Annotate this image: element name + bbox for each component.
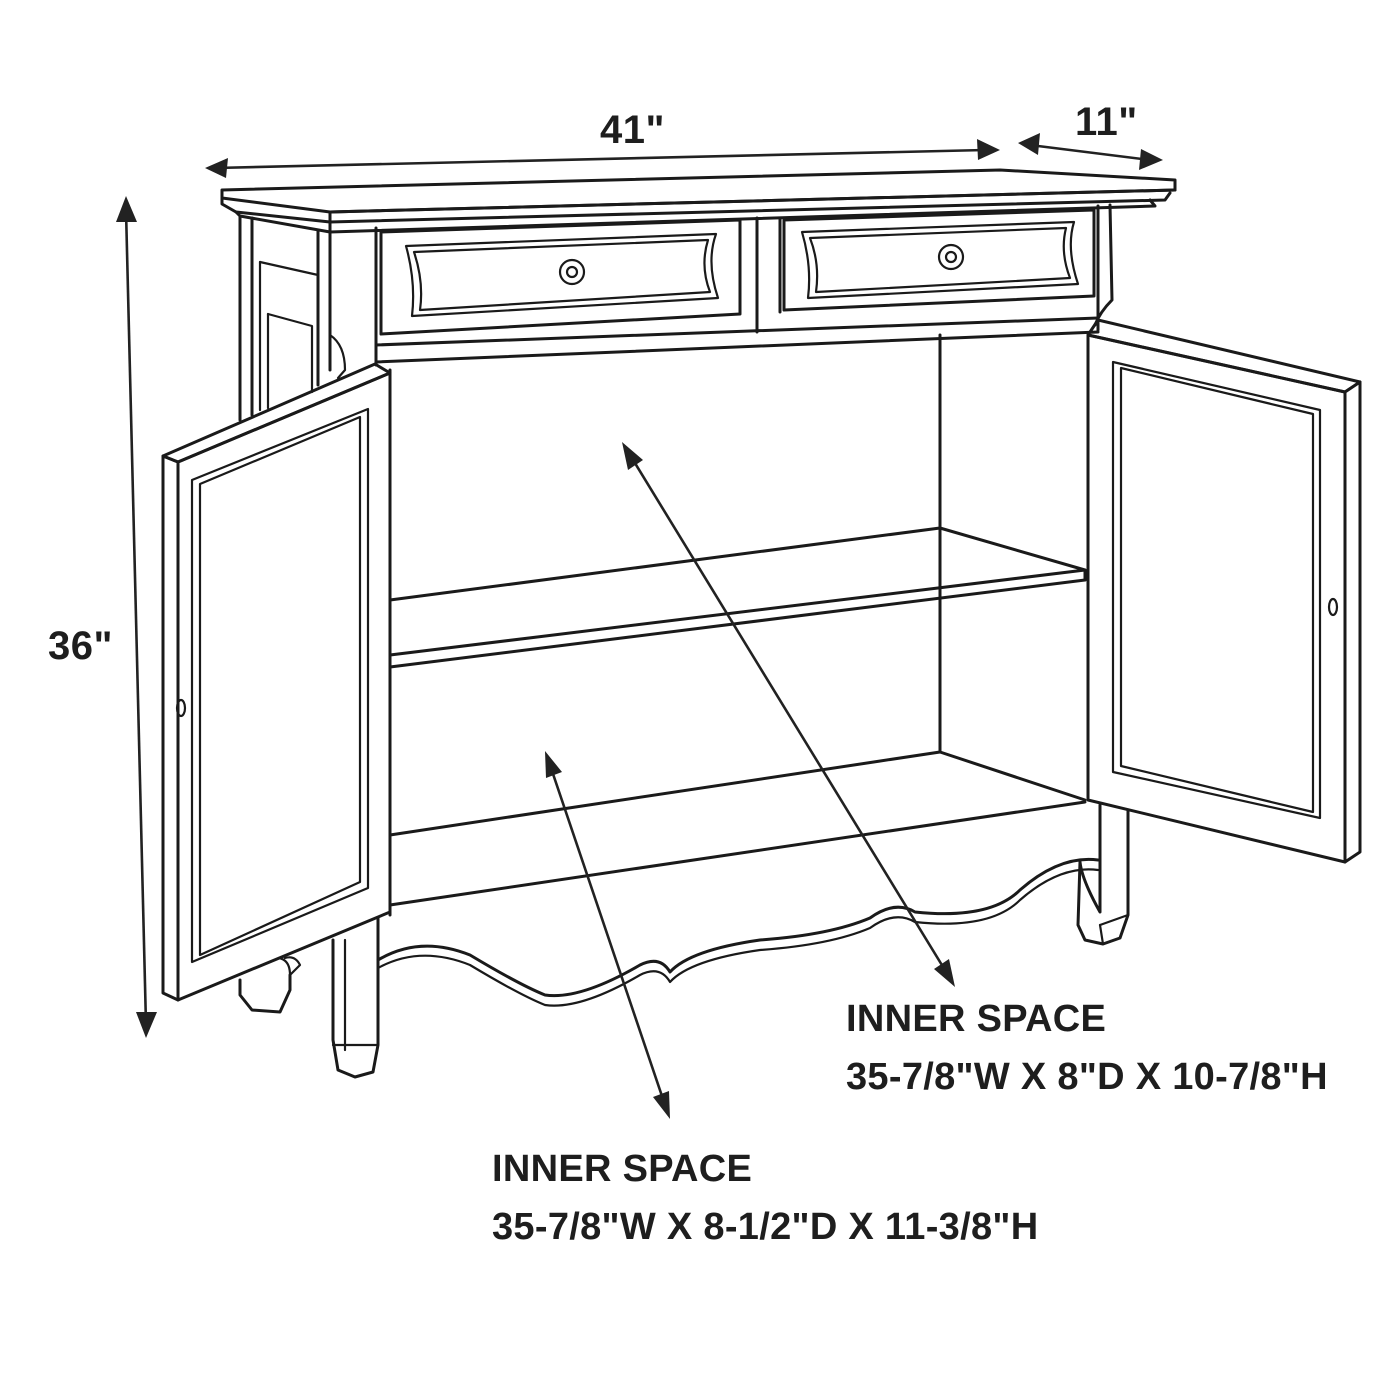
drawer-knob-icon[interactable] — [558, 258, 586, 286]
upper-inner-space-arrow — [622, 442, 955, 987]
inner-space-size: 35-7/8"W X 8"D X 10-7/8"H — [846, 1056, 1328, 1098]
lower-inner-space-callout: INNER SPACE 35-7/8"W X 8-1/2"D X 11-3/8"… — [492, 1140, 1038, 1256]
drawer-right[interactable] — [782, 208, 1096, 312]
width-dimension-label: 41" — [600, 108, 665, 152]
left-side-panel — [238, 214, 347, 422]
drawer-left[interactable] — [379, 218, 742, 336]
cabinet-top — [220, 168, 1177, 234]
inner-space-size: 35-7/8"W X 8-1/2"D X 11-3/8"H — [492, 1206, 1039, 1248]
drawer-knob-icon[interactable] — [937, 243, 965, 271]
door-keyhole-icon[interactable] — [1327, 597, 1339, 617]
front-left-leg — [331, 913, 380, 1079]
depth-dimension-label: 11" — [1075, 100, 1138, 144]
width-dimension-arrow — [205, 139, 1000, 178]
height-dimension-arrow — [116, 196, 157, 1038]
lower-inner-space-arrow — [545, 751, 670, 1119]
right-door[interactable] — [1086, 318, 1362, 864]
upper-inner-space-callout: INNER SPACE 35-7/8"W X 8"D X 10-7/8"H — [846, 990, 1328, 1106]
inner-space-title: INNER SPACE — [846, 998, 1107, 1040]
inner-space-title: INNER SPACE — [492, 1148, 753, 1190]
front-frame — [374, 203, 1114, 367]
door-keyhole-icon[interactable] — [175, 698, 187, 718]
left-door[interactable] — [161, 362, 392, 1002]
cabinet-interior — [388, 333, 1087, 917]
depth-dimension-arrow — [1018, 133, 1163, 170]
scalloped-apron — [376, 857, 1100, 1007]
height-dimension-label: 36" — [48, 624, 113, 668]
front-right-leg — [1076, 803, 1130, 946]
